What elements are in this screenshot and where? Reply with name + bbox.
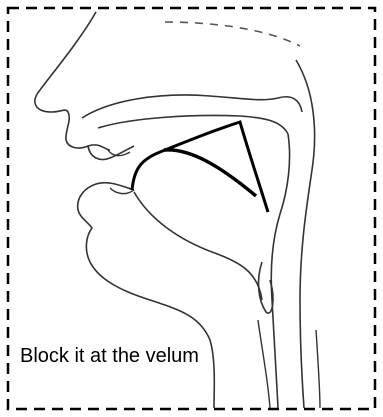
nasal-cavity-outline	[82, 95, 302, 118]
larynx-line	[258, 320, 270, 408]
caption-text: Block it at the velum	[20, 345, 199, 368]
nose-profile	[35, 12, 110, 150]
pharynx-back-wall	[296, 60, 315, 408]
hard-palate-upper	[98, 116, 288, 135]
tongue-base-outline	[134, 192, 262, 300]
skull-outline-dashed	[165, 22, 300, 46]
tongue-raised-to-velum	[132, 122, 268, 212]
pharynx-inner-wall	[271, 134, 289, 408]
velum-contact-line	[164, 150, 256, 196]
lower-lip-chin	[78, 183, 215, 408]
esophagus-line	[316, 330, 320, 408]
